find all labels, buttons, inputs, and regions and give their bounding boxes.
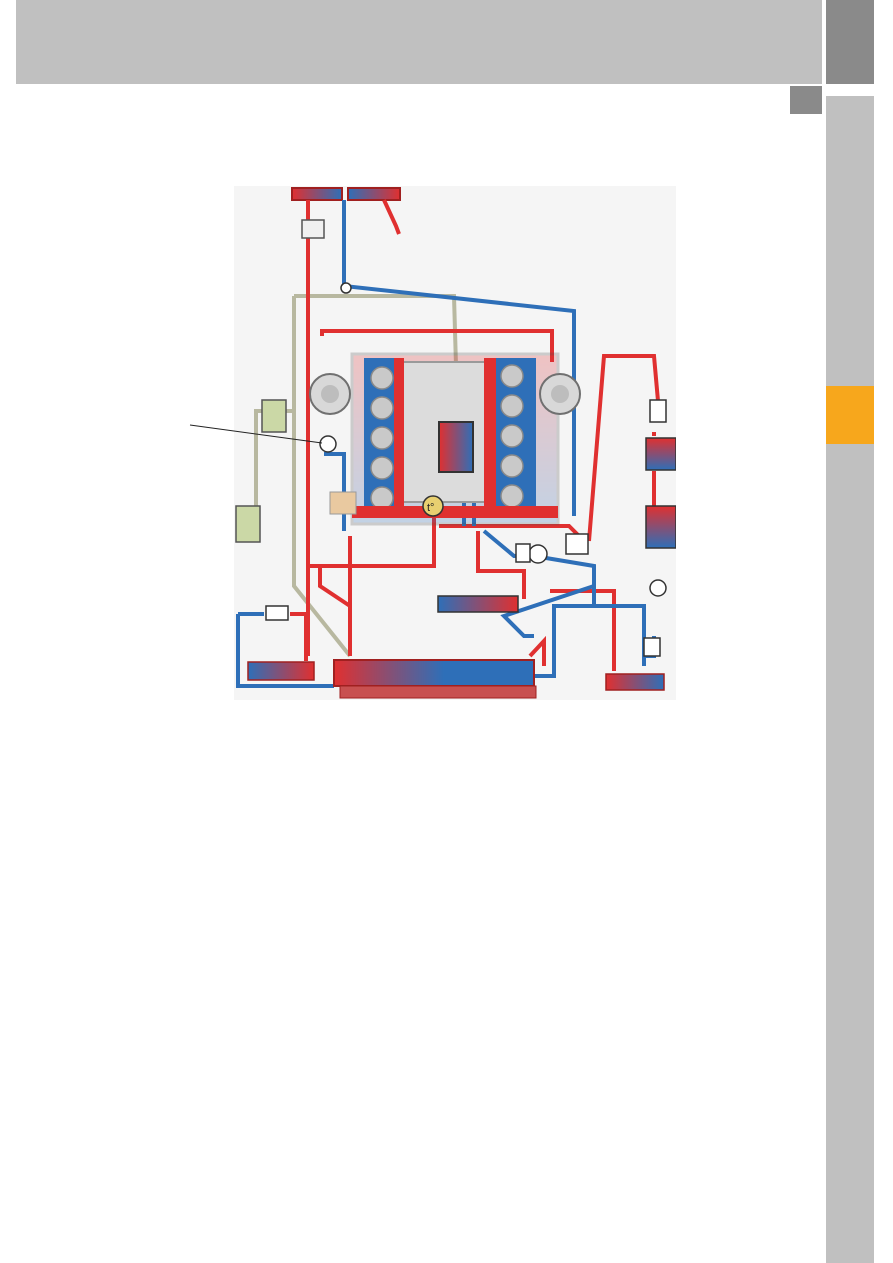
heater-core-lower <box>645 505 677 549</box>
section-tab-accent[interactable] <box>826 386 874 444</box>
spring-valve-right <box>649 399 667 423</box>
top-heat-exchanger-left <box>291 187 343 201</box>
aux-radiator-right <box>605 673 665 691</box>
main-radiator <box>333 659 535 687</box>
expansion-tank-upper <box>261 399 287 433</box>
oil-cooler <box>437 595 519 613</box>
thermostat <box>422 495 444 517</box>
shutoff-valve <box>643 637 661 657</box>
left-spring-valve <box>265 605 289 621</box>
diagram-svg: t° <box>235 187 677 699</box>
junction-box-top <box>301 219 325 239</box>
bottom-manifold <box>352 506 558 518</box>
top-heat-exchanger-right <box>347 187 401 201</box>
auxiliary-pump <box>319 435 337 453</box>
heater-pump <box>649 579 667 597</box>
page-marker <box>790 86 822 114</box>
cylinder-bank-right-hot <box>484 358 496 516</box>
heater-core-upper <box>645 437 677 471</box>
gasket-box <box>329 491 357 515</box>
cylinders <box>370 364 524 510</box>
side-thumb-strip <box>826 96 874 1263</box>
dark-corner-tab <box>826 0 874 84</box>
gear-box-cooler <box>565 533 589 555</box>
thermostat-label: t° <box>427 502 434 514</box>
header-band <box>16 0 822 84</box>
expansion-tank-lower <box>235 505 261 543</box>
junction-valve-top <box>340 282 352 294</box>
aux-radiator-left <box>247 661 315 681</box>
flow-valve <box>528 544 548 564</box>
coolant-sensor-box <box>515 543 531 563</box>
coolant-circuit-diagram: t° <box>234 186 677 700</box>
turbocharger-right <box>539 373 581 415</box>
main-radiator-base <box>339 685 537 699</box>
turbocharger-left <box>309 373 351 415</box>
cylinder-bank-left-hot <box>394 358 404 516</box>
water-pump-chamber <box>438 421 474 473</box>
